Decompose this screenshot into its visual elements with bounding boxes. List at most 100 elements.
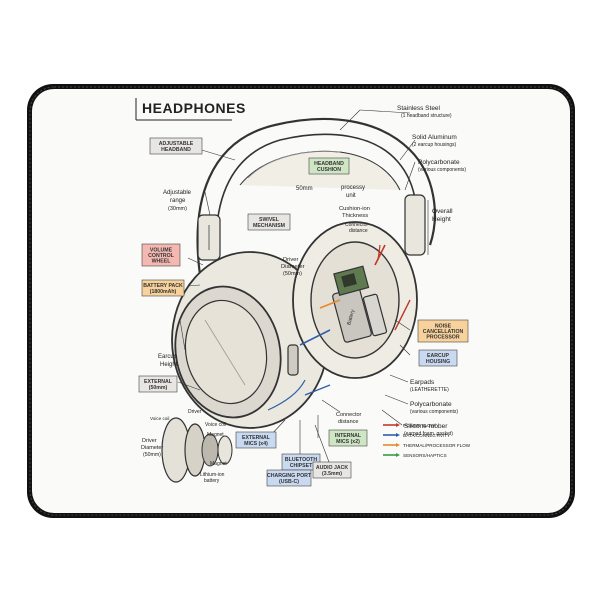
label-box-bg (149, 137, 203, 155)
callout-stainless-steel: Stainless Steel (397, 105, 441, 112)
callout-polycarbonate-top: Polycarbonate (418, 159, 460, 166)
callout-driver-diameter-small-3: (50mm) (143, 452, 161, 458)
callout-voice-coil-right: Voice coil (205, 422, 226, 428)
callout-connector-distance-bottom-2: distance (338, 419, 359, 425)
label-box-text: MECHANISM (253, 223, 285, 229)
callout-polycarbonate-bottom: Polycarbonate (410, 401, 452, 408)
callout-processor-unit-2: unit (346, 193, 356, 199)
callout-cushion-thickness: Cushion-ion (339, 206, 370, 212)
callout-lithium-battery-2: battery (204, 478, 220, 484)
label-box-external-50: EXTERNAL(50mm) (138, 375, 178, 393)
label-box-text: CHIPSET (290, 463, 313, 469)
label-box-text: CUSHION (317, 167, 341, 173)
legend-label: SENSORS/HAPTICS (403, 453, 447, 458)
label-box-text: CHARGING PORT (267, 473, 312, 479)
callout-stainless-steel-sub: (1 headband structure) (401, 113, 452, 119)
callout-lithium-battery: Lithium-ion (200, 472, 225, 478)
callout-driver-diameter-2: Diameter (281, 264, 305, 270)
label-box-text: EXTERNAL (144, 379, 173, 385)
label-box-text: EXTERNAL (242, 435, 271, 441)
callout-solid-aluminum: Solid Aluminum (412, 134, 457, 141)
label-box-bg (417, 319, 469, 343)
label-box-text: INTERNAL (335, 433, 362, 439)
label-box-text: VOLUME (150, 247, 173, 253)
callout-silicone-rubber: Silicone rubber (404, 423, 448, 430)
callout-earpads: Earpads (410, 379, 435, 386)
callouts: Stainless Steel (1 headband structure) S… (141, 105, 466, 484)
legend-item: THERMAL/PROCESSOR FLOW (383, 443, 471, 448)
label-box-battery-pack: BATTERY PACK(1800mAh) (141, 279, 185, 297)
legend-item: SENSORS/HAPTICS (383, 453, 447, 458)
callout-adjustable-range-3: (30mm) (168, 206, 187, 212)
label-box-text: SWIVEL (259, 217, 280, 223)
label-box-text: CANCELLATION (423, 329, 464, 335)
label-box-bg (308, 157, 350, 175)
left-earcup (171, 251, 329, 429)
legend-arrowhead (396, 443, 400, 447)
label-box-text: HOUSING (426, 359, 450, 365)
label-box-bg (235, 431, 277, 449)
label-box-bg (141, 279, 185, 297)
label-box-text: (3.5mm) (322, 471, 342, 477)
label-box-text: AUDIO JACK (316, 465, 349, 471)
callout-connector-distance-bottom: Connector (336, 412, 362, 418)
callout-solid-aluminum-sub: (2 earcup housings) (412, 142, 457, 148)
legend-arrowhead (396, 453, 400, 457)
callout-polycarbonate-bottom-sub: (various components) (410, 409, 458, 415)
page-title: HEADPHONES (142, 100, 246, 116)
label-box-text: NOISE (435, 323, 452, 329)
callout-overall-height-2: Height (432, 216, 451, 223)
label-box-bg (418, 349, 458, 367)
callout-adjustable-range: Adjustable (163, 190, 192, 196)
legend-arrowhead (396, 423, 400, 427)
callout-earpads-sub: (LEATHERETTE) (410, 387, 449, 393)
callout-magnet-bottom: Magnet (210, 461, 227, 467)
callout-driver-diameter: Driver (283, 257, 299, 263)
callout-connector-distance-top-2: distance (349, 228, 368, 234)
battery-cell-label: Battery (346, 308, 356, 325)
headphones-illustration: Battery (171, 117, 436, 429)
callout-driver-diameter-small: Driver (142, 438, 157, 444)
mousepad-stitching (29, 86, 573, 516)
label-box-text: WHEEL (152, 259, 172, 265)
callout-connector-distance-top: Connector (345, 222, 368, 228)
callout-magnet-top: Magnet (207, 432, 224, 438)
label-box-text: BATTERY PACK (143, 283, 183, 289)
callout-50mm: 50mm (296, 186, 313, 192)
callout-driver-small: Driver (188, 409, 202, 415)
callout-earcup-height: Earcup (158, 354, 178, 360)
legend-item: POWER FLOW (383, 423, 436, 428)
callout-polycarbonate-top-sub: (various components) (418, 167, 466, 173)
label-box-text: PROCESSOR (426, 335, 459, 341)
label-box-text: ADJUSTABLE (159, 141, 194, 147)
title-block: HEADPHONES (135, 98, 246, 121)
legend-label: DATA/CONNECTIVITY (403, 433, 450, 438)
callout-driver-diameter-3: (50mm) (283, 271, 302, 277)
label-boxes: ADJUSTABLEHEADBANDHEADBANDCUSHIONSWIVELM… (138, 137, 469, 487)
label-box-audio-jack: AUDIO JACK(3.5mm) (312, 461, 352, 479)
legend-label: POWER FLOW (403, 423, 436, 428)
flow-legend: POWER FLOW DATA/CONNECTIVITY THERMAL/PROCE… (383, 423, 471, 458)
label-box-bg (328, 429, 368, 447)
label-box-text: HEADBAND (161, 147, 191, 153)
callout-driver-diameter-small-2: Diameter (141, 445, 163, 451)
callout-processor-unit: processy (341, 185, 365, 191)
label-box-text: BLUETOOTH (285, 457, 317, 463)
driver-exploded-view (161, 417, 233, 483)
label-box-text: MICS (x4) (244, 441, 268, 447)
label-box-text: CONTROL (148, 253, 174, 259)
callout-silicone-rubber-sub: (earpad foam, gasket) (404, 431, 453, 437)
callout-voice-coil-left: Voice coil (150, 416, 169, 421)
label-box-bg (266, 469, 312, 487)
legend-item: DATA/CONNECTIVITY (383, 433, 450, 438)
label-box-text: (50mm) (149, 385, 168, 391)
callout-overall-height: Overall (432, 208, 453, 215)
